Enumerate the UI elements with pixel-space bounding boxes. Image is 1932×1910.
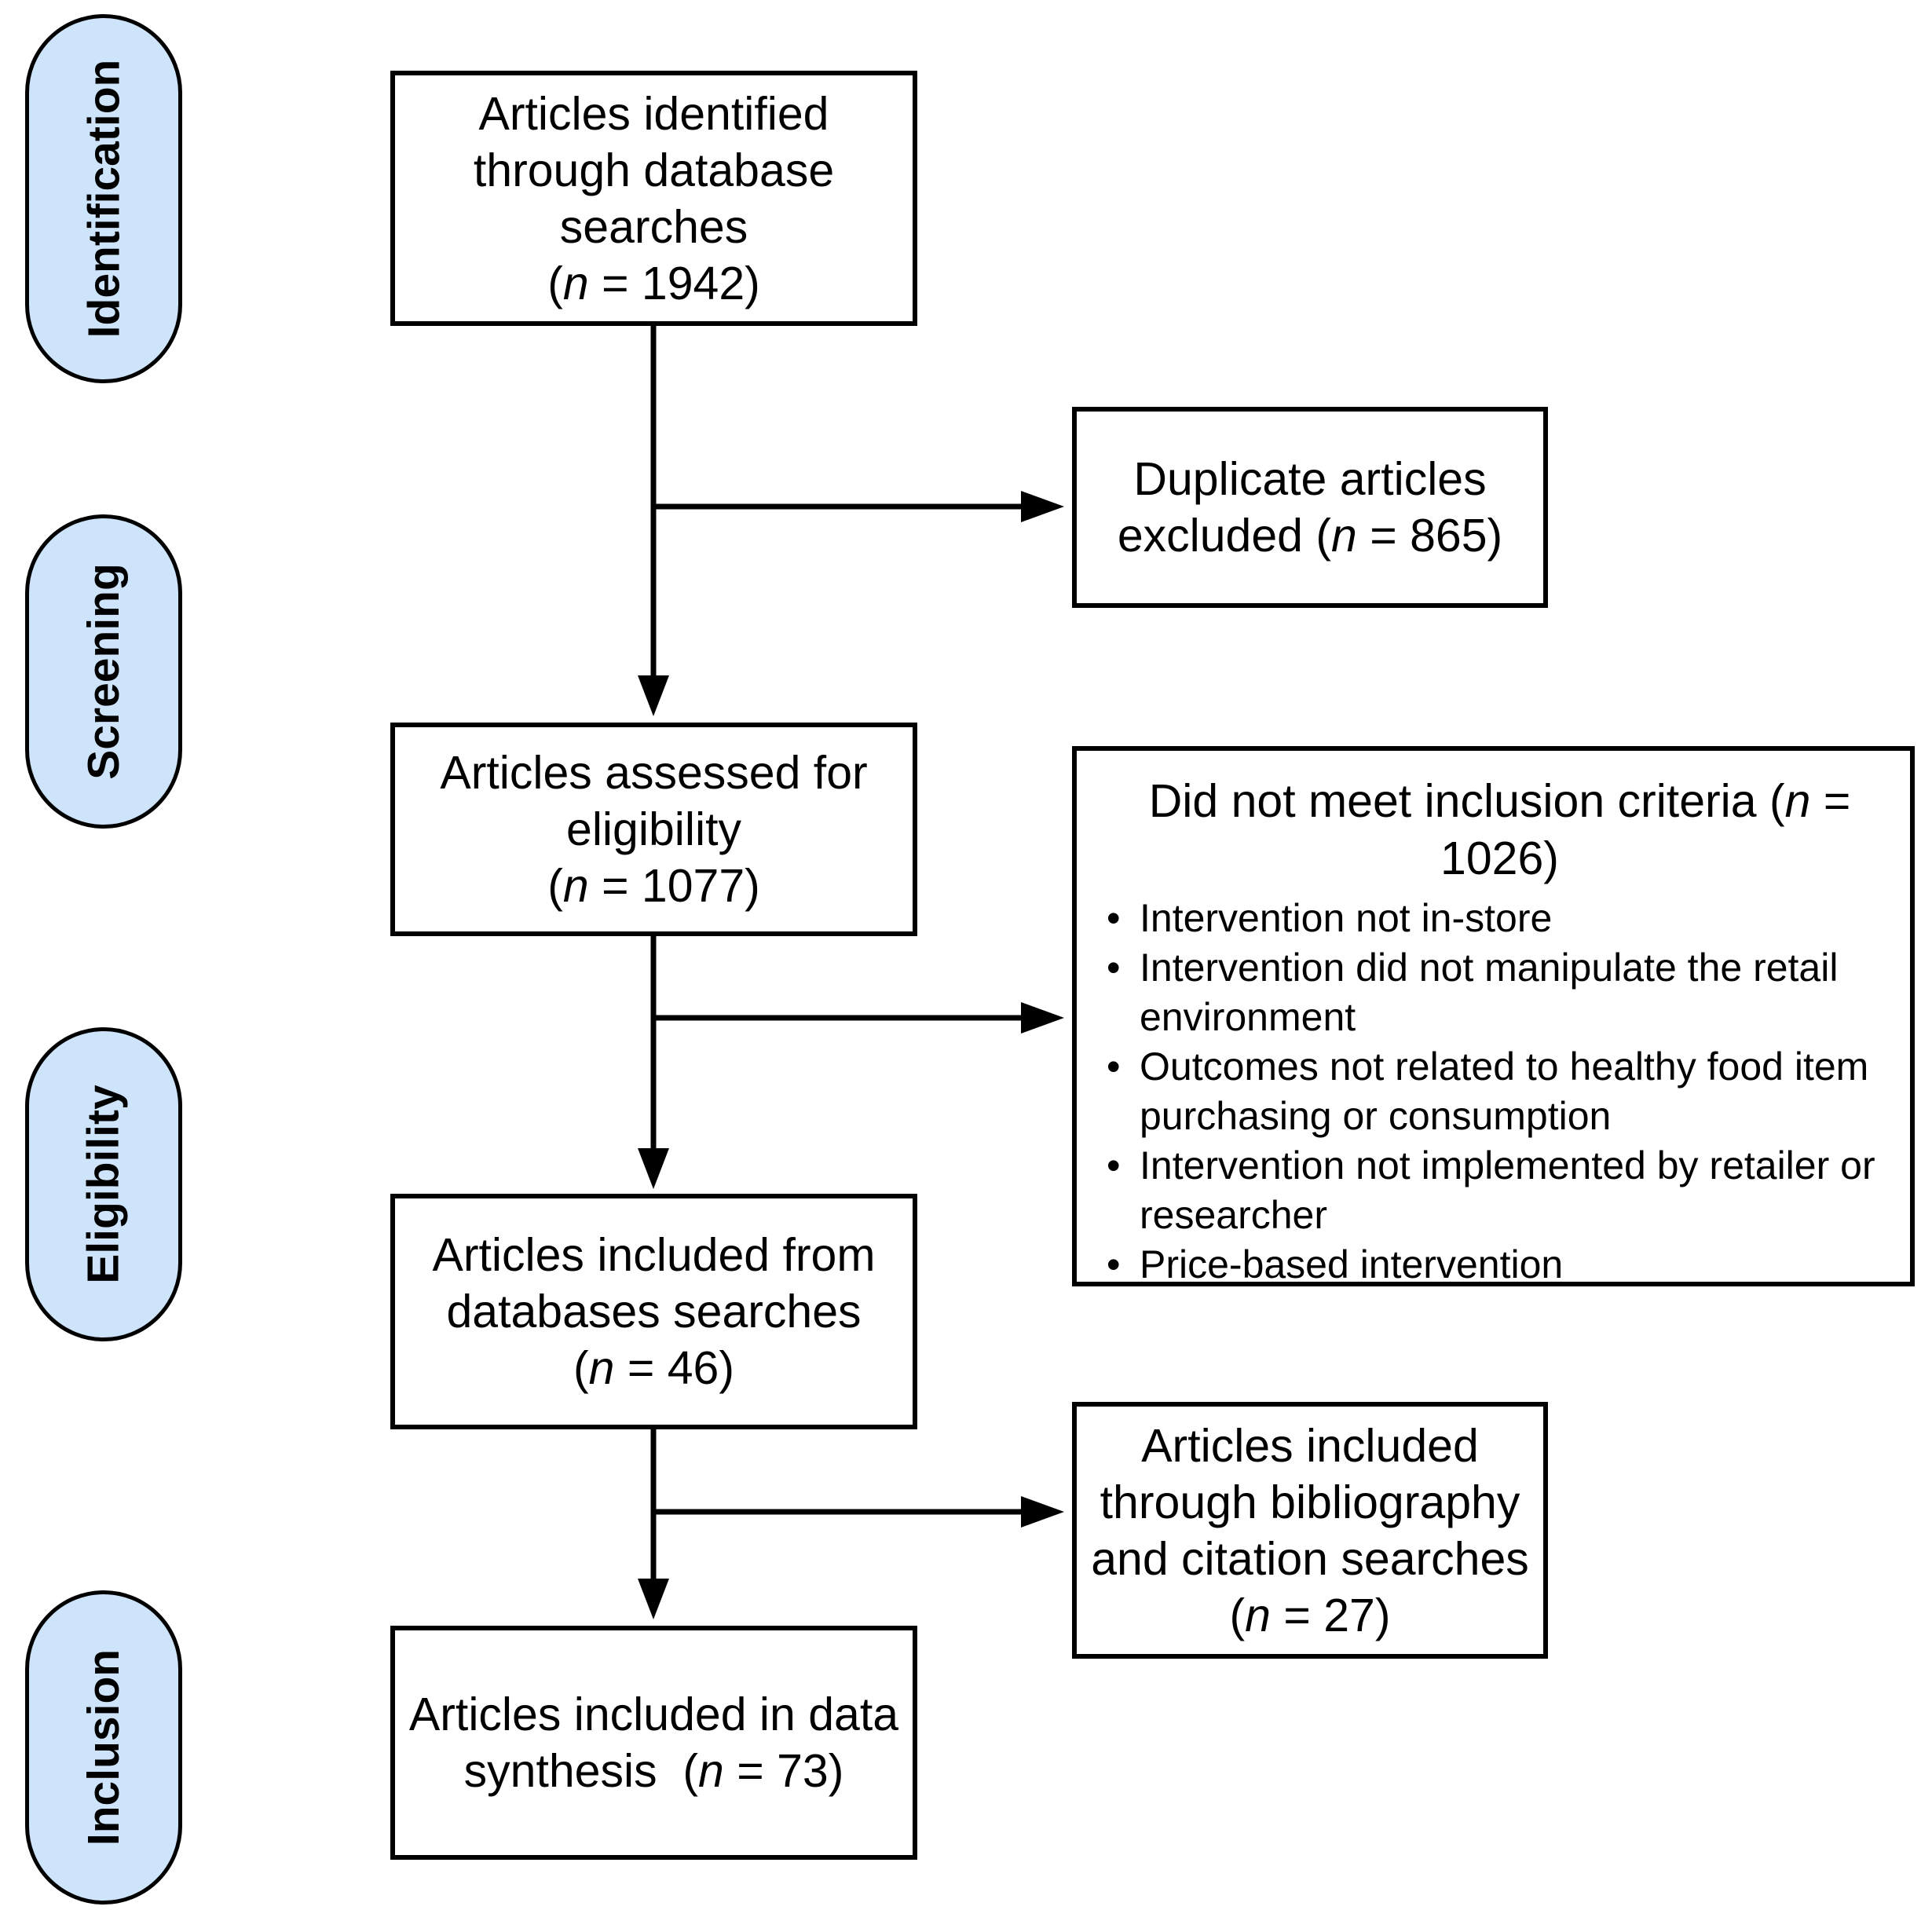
identified-count: (n = 1942) [547, 257, 760, 309]
criteria-item: Intervention not implemented by retailer… [1105, 1141, 1894, 1240]
phase-eligibility: Eligibility [25, 1027, 182, 1341]
box-articles-included-databases: Articles included from databases searche… [390, 1194, 917, 1429]
box-articles-bibliography: Articles included through bibliography a… [1072, 1402, 1548, 1659]
synthesis-line-1: Articles included in data [408, 1689, 899, 1740]
criteria-item: Intervention did not manipulate the reta… [1105, 943, 1894, 1042]
identified-line-1: Articles identified [478, 87, 829, 140]
biblio-line-2: through bibliography [1100, 1476, 1520, 1528]
criteria-item: Outcomes not related to healthy food ite… [1105, 1042, 1894, 1141]
arrowhead-to-assessed [638, 675, 669, 716]
criteria-list: Intervention not in-store Intervention d… [1105, 894, 1894, 1290]
criteria-heading: Did not meet inclusion criteria (n = 102… [1148, 775, 1851, 884]
box-articles-assessed: Articles assessed for eligibility (n = 1… [390, 723, 917, 936]
assessed-count: (n = 1077) [547, 860, 760, 912]
criteria-item: Price-based intervention [1105, 1240, 1894, 1290]
biblio-count: (n = 27) [1229, 1589, 1391, 1641]
arrowhead-to-included [638, 1148, 669, 1189]
arrowhead-to-synthesis [638, 1579, 669, 1619]
assessed-line-1: Articles assessed for [440, 747, 868, 799]
duplicates-count: excluded (n = 865) [1117, 510, 1503, 562]
phase-inclusion: Inclusion [25, 1590, 182, 1905]
identified-line-2: through database [473, 144, 835, 196]
duplicates-line-1: Duplicate articles [1133, 453, 1487, 505]
phase-screening: Screening [25, 514, 182, 829]
arrowhead-to-duplicates [1021, 491, 1064, 522]
box-duplicates-excluded: Duplicate articles excluded (n = 865) [1072, 407, 1548, 608]
arrowhead-to-not-met [1021, 1002, 1064, 1034]
box-did-not-meet-criteria: Did not meet inclusion criteria (n = 102… [1072, 746, 1915, 1290]
included-db-count: (n = 46) [573, 1342, 734, 1394]
box-articles-synthesis: Articles included in data synthesis (n =… [390, 1626, 917, 1860]
identified-line-3: searches [559, 200, 748, 253]
biblio-line-1: Articles included [1141, 1419, 1479, 1472]
box-articles-identified: Articles identified through database sea… [390, 71, 917, 326]
synthesis-count: synthesis (n = 73) [463, 1745, 844, 1797]
phase-identification: Identification [25, 14, 182, 383]
included-db-line-1: Articles included from [432, 1229, 876, 1281]
arrowhead-from-biblio [1021, 1496, 1064, 1528]
biblio-line-3: and citation searches [1091, 1532, 1529, 1585]
assessed-line-2: eligibility [566, 803, 741, 855]
included-db-line-2: databases searches [446, 1286, 862, 1337]
criteria-item: Intervention not in-store [1105, 894, 1894, 943]
